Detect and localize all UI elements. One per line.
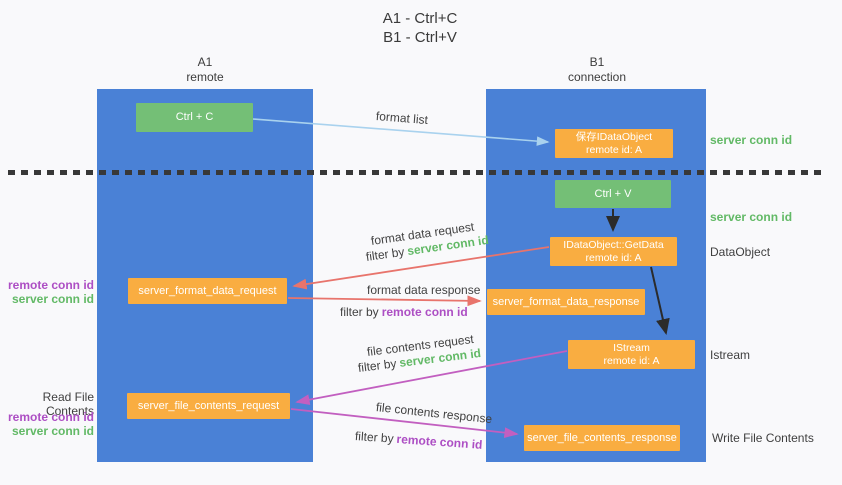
- left-label-conn-ids-top: remote conn id server conn id: [2, 278, 94, 306]
- node-istream-line2: remote id: A: [603, 354, 660, 367]
- right-label-server-conn-id-top: server conn id: [710, 133, 792, 147]
- istream-text: Istream: [710, 348, 751, 362]
- node-getdata-line1: IDataObject::GetData: [563, 238, 664, 251]
- format-data-response-text: format data response: [367, 283, 481, 297]
- node-server-file-contents-request-label: server_file_contents_request: [137, 399, 280, 412]
- node-ctrl-v: Ctrl + V: [555, 180, 671, 208]
- edge-label-format-list: format list: [375, 109, 428, 127]
- node-server-format-data-request: server_format_data_request: [128, 278, 287, 304]
- left-label-read-file-contents: Read File Contents: [2, 390, 94, 418]
- node-server-format-data-request-label: server_format_data_request: [138, 284, 277, 297]
- lane-header-b1: B1 connection: [537, 55, 657, 85]
- right-label-istream: Istream: [710, 348, 750, 362]
- lane-header-a1: A1 remote: [145, 55, 265, 85]
- node-istream-line1: IStream: [613, 341, 650, 354]
- server-conn-id-text: server conn id: [710, 210, 793, 224]
- remote-conn-id-text: remote conn id: [381, 305, 468, 319]
- read-file-contents-text: Read File Contents: [42, 390, 94, 418]
- dotted-separator-line: [8, 170, 823, 175]
- filter-by-text: filter by: [357, 356, 398, 375]
- right-label-server-conn-id-mid: server conn id: [710, 210, 792, 224]
- node-istream: IStream remote id: A: [568, 340, 695, 369]
- format-list-text: format list: [375, 109, 429, 128]
- node-getdata-line2: remote id: A: [585, 251, 642, 264]
- node-save-idataobject: 保存IDataObject remote id: A: [555, 129, 673, 158]
- dataobject-text: DataObject: [710, 245, 771, 259]
- remote-conn-id-text: remote conn id: [396, 431, 483, 452]
- lane-a1-sub: remote: [186, 70, 224, 84]
- lane-a1-name: A1: [197, 55, 213, 69]
- node-ctrl-c: Ctrl + C: [136, 103, 253, 132]
- lane-b1-name: B1: [589, 55, 605, 69]
- filter-by-text: filter by: [354, 429, 395, 446]
- edge-label-format-data-response: format data response: [367, 283, 480, 297]
- right-label-write-file-contents: Write File Contents: [712, 431, 814, 445]
- node-server-file-contents-response-label: server_file_contents_response: [527, 431, 677, 444]
- write-file-contents-text: Write File Contents: [712, 431, 814, 445]
- title-line-2: B1 - Ctrl+V: [383, 29, 457, 46]
- lane-b1-sub: connection: [567, 70, 627, 84]
- node-server-file-contents-request: server_file_contents_request: [127, 393, 290, 419]
- server-conn-id-text: server conn id: [710, 133, 793, 147]
- remote-conn-id-text: remote conn id: [7, 410, 94, 424]
- node-ctrl-v-label: Ctrl + V: [594, 187, 632, 200]
- filter-by-text: filter by: [340, 305, 379, 319]
- edge-label-file-contents-response: file contents response: [375, 400, 493, 426]
- node-save-idataobject-line2: remote id: A: [585, 143, 643, 156]
- file-contents-response-text: file contents response: [375, 400, 493, 427]
- server-conn-id-text: server conn id: [11, 424, 94, 438]
- diagram-title: A1 - Ctrl+C B1 - Ctrl+V: [300, 9, 540, 47]
- arrow-format-data-response: [287, 295, 482, 307]
- node-idataobject-getdata: IDataObject::GetData remote id: A: [550, 237, 677, 266]
- right-label-dataobject: DataObject: [710, 245, 770, 259]
- title-line-1: A1 - Ctrl+C: [382, 10, 458, 27]
- node-server-file-contents-response: server_file_contents_response: [524, 425, 680, 451]
- node-save-idataobject-line1: 保存IDataObject: [575, 130, 653, 143]
- node-server-format-data-response-label: server_format_data_response: [492, 295, 640, 308]
- left-label-conn-ids-bottom: remote conn id server conn id: [2, 410, 94, 438]
- node-server-format-data-response: server_format_data_response: [487, 289, 645, 315]
- node-ctrl-c-label: Ctrl + C: [175, 111, 214, 123]
- remote-conn-id-text: remote conn id: [7, 278, 94, 292]
- server-conn-id-text: server conn id: [11, 292, 94, 306]
